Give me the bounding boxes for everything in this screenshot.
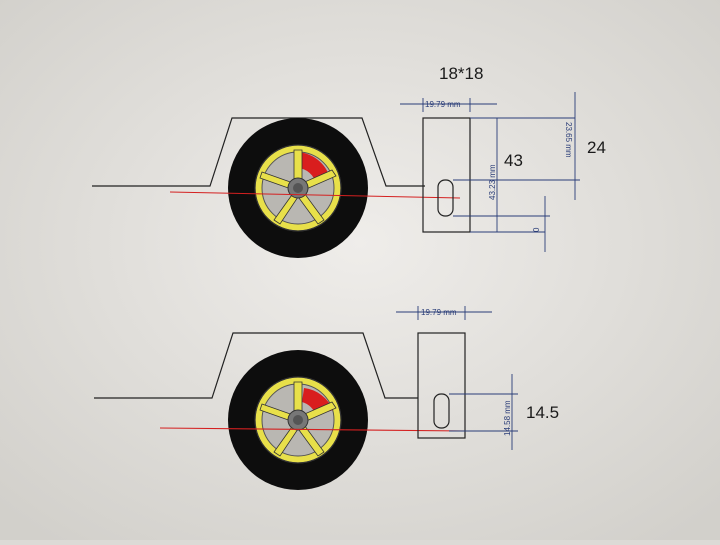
height-value: 43 <box>504 151 523 170</box>
upper-dim-label: 23.65 mm <box>564 122 573 158</box>
hub-center <box>293 415 303 425</box>
width-dim-label: 19.79 mm <box>421 308 457 317</box>
height-dim-label: 43.23 mm <box>488 164 497 200</box>
wheel-bottom <box>228 350 368 490</box>
width-dim-label: 19.79 mm <box>425 100 461 109</box>
strut-block <box>417 332 466 439</box>
strut-block <box>422 117 471 233</box>
axle-line <box>169 191 461 199</box>
strut-slot <box>433 393 450 429</box>
lower-dim-label: 0 <box>532 227 541 232</box>
axle-line <box>159 427 467 432</box>
strut-slot <box>437 179 454 217</box>
upper-value: 24 <box>587 138 606 157</box>
lower-value: 14.5 <box>526 403 559 422</box>
top-title: 18*18 <box>439 64 483 83</box>
lower-dim-label: 14.58 mm <box>503 400 512 436</box>
fender-outline-bottom <box>94 332 418 399</box>
fender-outline <box>92 117 425 187</box>
bottom-view: 19.79 mm 14.58 mm 14.5 <box>94 306 559 490</box>
top-view: 19.79 mm 18*18 43.23 mm 43 23.65 mm 24 0 <box>92 64 606 258</box>
hub-center <box>293 183 303 193</box>
wheel-top <box>228 118 368 258</box>
spokes <box>259 381 337 457</box>
